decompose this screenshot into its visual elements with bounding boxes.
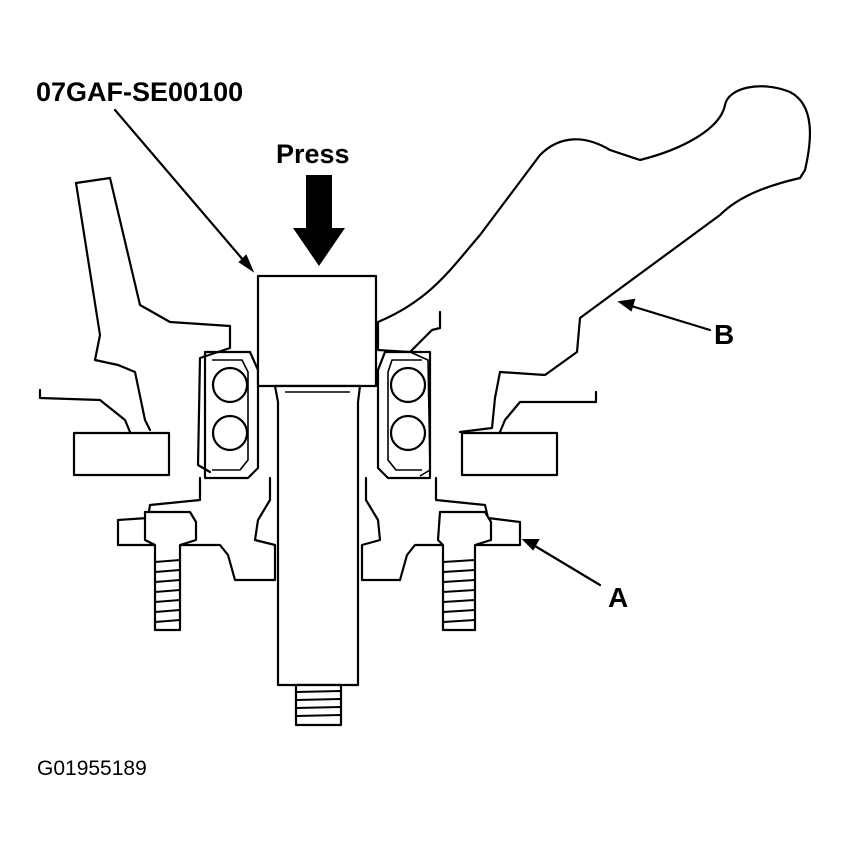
press-arrow-icon (293, 175, 345, 266)
figure-code-label: G01955189 (37, 757, 147, 780)
leader-lines (113, 108, 712, 587)
left-caliper-block (72, 431, 171, 477)
hub-bearing (203, 350, 432, 480)
tool-number-label: 07GAF-SE00100 (36, 77, 243, 107)
hub-part-a (116, 476, 522, 582)
part-b-label: B (714, 319, 734, 350)
knuckle-part-b (38, 85, 812, 477)
wheel-stud-right (436, 510, 493, 632)
right-caliper-block (460, 431, 559, 477)
press-tool (256, 274, 378, 727)
part-a-label: A (608, 582, 628, 613)
press-label: Press (276, 139, 350, 169)
wheel-stud-left (143, 510, 198, 632)
